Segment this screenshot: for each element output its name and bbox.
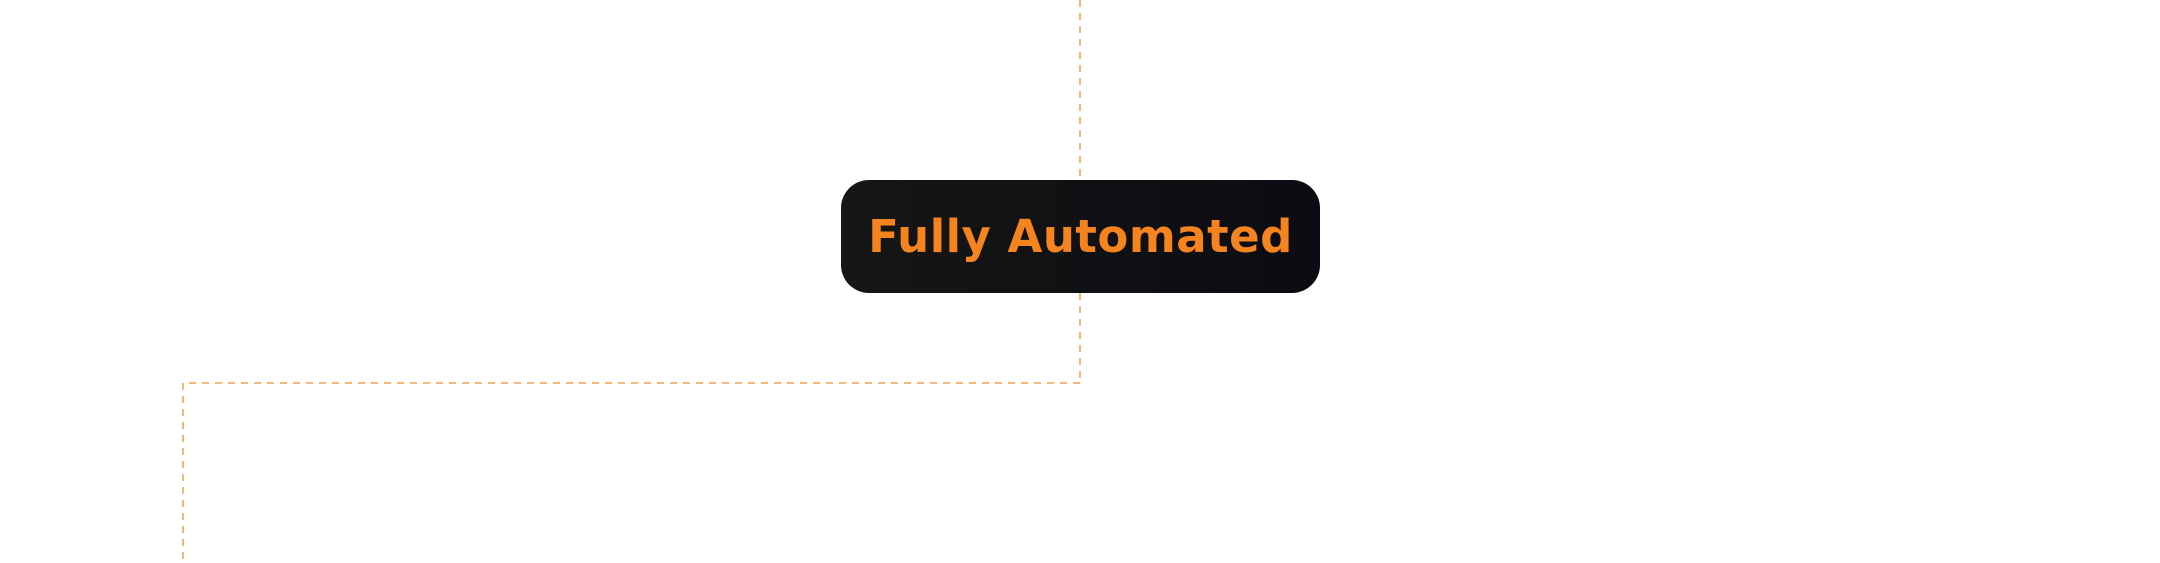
fully-automated-node: Fully Automated xyxy=(841,180,1320,293)
node-label: Fully Automated xyxy=(868,210,1293,263)
